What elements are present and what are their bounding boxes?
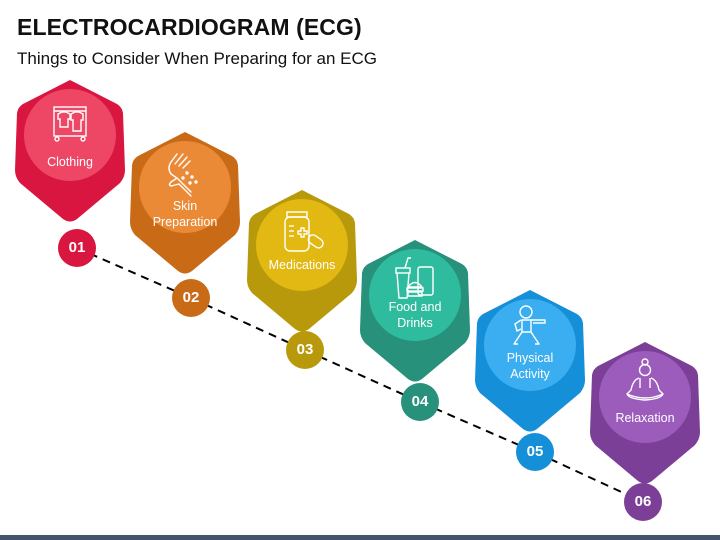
step-marker-3 (247, 190, 357, 332)
step-badge-1 (58, 229, 96, 267)
step-label-2-line-1: Skin (172, 199, 198, 213)
step-marker-1 (15, 80, 125, 222)
step-badge-5 (516, 433, 554, 471)
step-label-5-line-2: Activity (510, 367, 550, 381)
step-label-4-line-2: Drinks (397, 316, 433, 330)
step-marker-6 (590, 342, 700, 484)
dashed-connector (76, 247, 644, 503)
exercise-pose-icon (513, 305, 546, 345)
step-number-4: 04 (411, 393, 429, 410)
meditation-icon (626, 358, 664, 401)
step-label-6: Relaxation (615, 411, 675, 425)
step-number-3: 03 (296, 341, 314, 358)
step-marker-2 (130, 132, 240, 274)
medicine-bottle-pill-icon (284, 211, 324, 252)
step-label-4: Food and Drinks (365, 299, 465, 331)
hand-skin-icon (168, 153, 198, 197)
step-label-2: Skin Preparation (135, 198, 235, 230)
food-drink-phone-icon (395, 257, 434, 299)
step-marker-4 (360, 240, 470, 382)
step-badge-4 (401, 383, 439, 421)
step-number-1: 01 (68, 239, 86, 256)
step-label-5: Physical Activity (480, 350, 580, 382)
step-number-5: 05 (526, 443, 544, 460)
step-badge-2 (172, 279, 210, 317)
step-label-5-line-1: Physical (506, 351, 554, 365)
bottom-bar (0, 535, 720, 540)
page-subtitle: Things to Consider When Preparing for an… (17, 49, 378, 68)
step-label-1: Clothing (47, 155, 93, 169)
step-label-2-line-2: Preparation (152, 215, 218, 229)
step-label-3: Medications (268, 258, 336, 272)
clothes-rack-icon (53, 106, 87, 142)
page-title: ELECTROCARDIOGRAM (ECG) (17, 14, 362, 40)
step-marker-5 (475, 290, 585, 432)
step-label-4-line-1: Food and (388, 300, 442, 314)
step-number-6: 06 (634, 493, 652, 510)
step-badge-3 (286, 331, 324, 369)
step-badge-6 (624, 483, 662, 521)
step-number-2: 02 (182, 289, 200, 306)
